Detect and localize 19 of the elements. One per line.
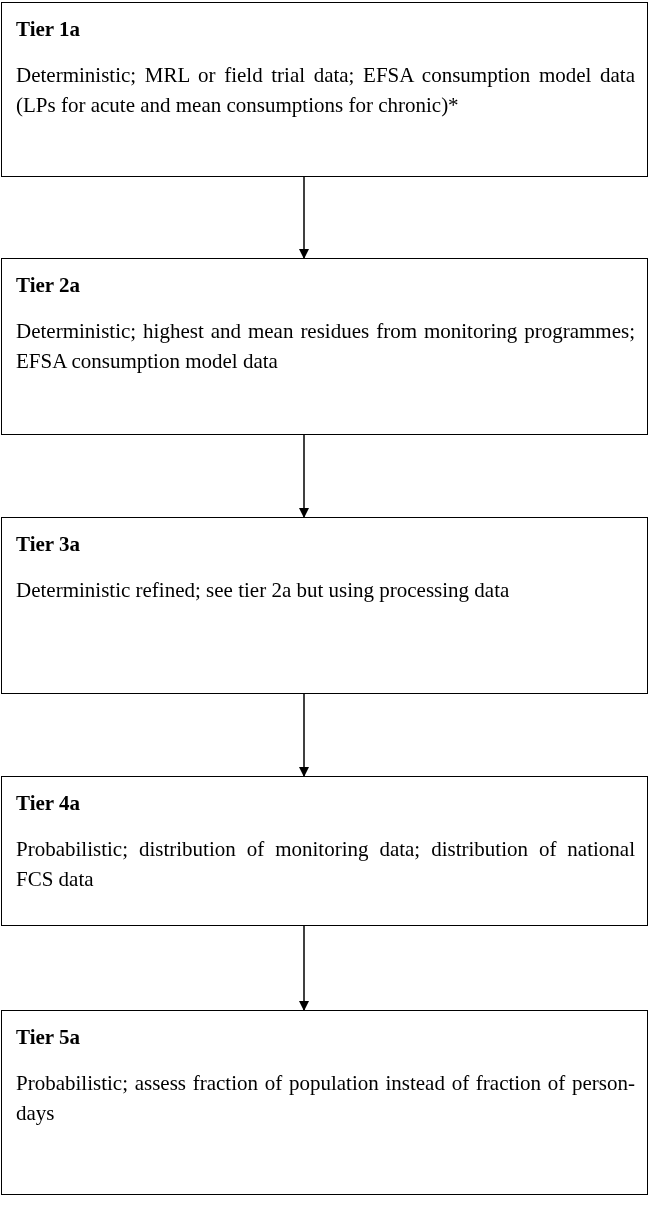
- process-box: [1, 1010, 648, 1195]
- arrow: [299, 176, 309, 259]
- tier-description: Probabilistic; distribution of monitoring data; distribution of national FCS data: [16, 836, 635, 893]
- arrow: [299, 693, 309, 777]
- tier-description: Deterministic; MRL or field trial data; EFSA consumption model data (LPs for acute and mean consumptions for chronic)*: [16, 62, 635, 119]
- tier-description: Deterministic refined; see tier 2a but using processing data: [16, 577, 511, 604]
- process-box: [1, 2, 648, 177]
- arrow: [299, 434, 309, 518]
- tier-heading: Tier 1a: [16, 17, 81, 42]
- process-box: [1, 776, 648, 926]
- tier-heading: Tier 2a: [16, 273, 81, 298]
- tier-heading: Tier 3a: [16, 532, 81, 557]
- tier-description: Probabilistic; assess fraction of population instead of fraction of person-days: [16, 1070, 635, 1127]
- process-box: [1, 517, 648, 694]
- tier-heading: Tier 5a: [16, 1025, 81, 1050]
- process-box: [1, 258, 648, 435]
- tier-heading: Tier 4a: [16, 791, 81, 816]
- tier-description: Deterministic; highest and mean residues from monitoring programmes; EFSA consumption model data: [16, 318, 635, 375]
- arrow: [299, 925, 309, 1011]
